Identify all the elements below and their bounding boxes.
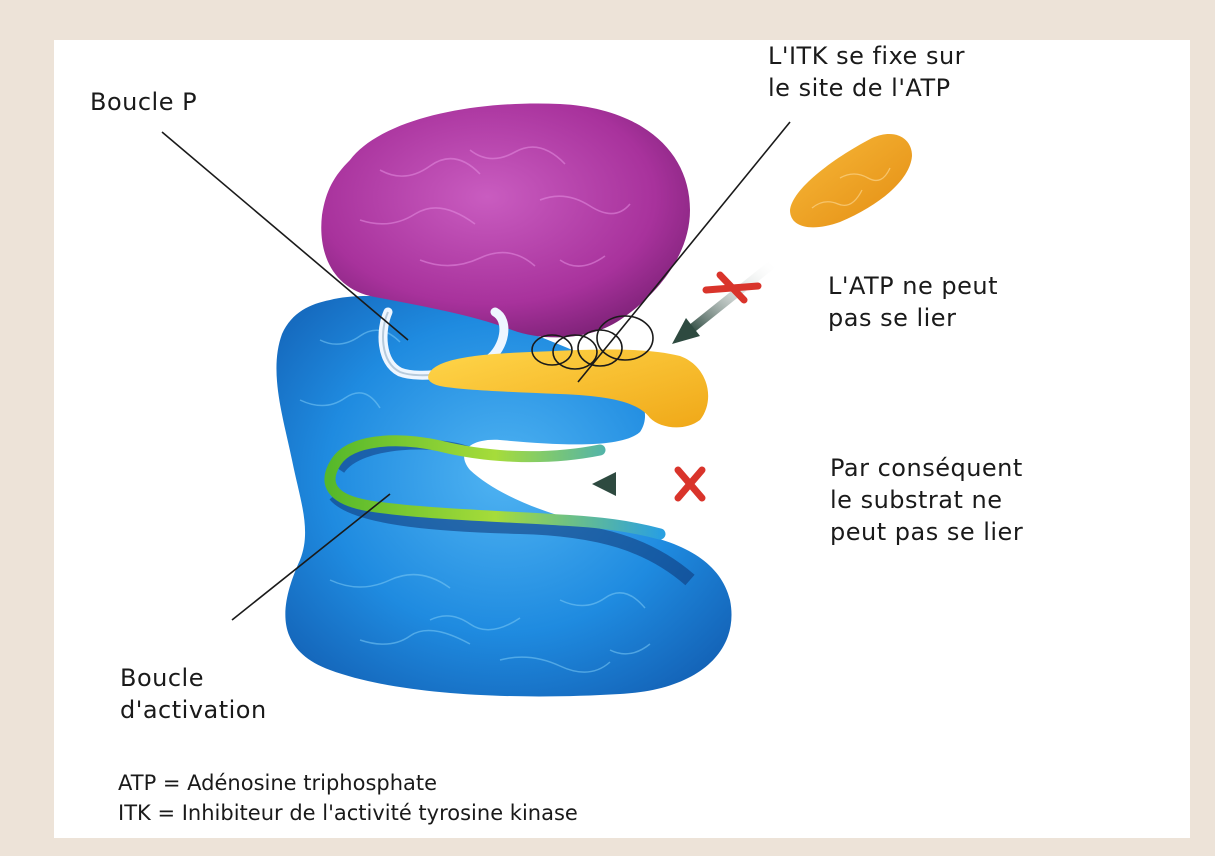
atp-cannot-bind-label: L'ATP ne peut pas se lier — [828, 270, 998, 334]
substrate-cannot-bind-label: Par conséquent le substrat ne peut pas s… — [830, 452, 1023, 548]
activation-loop-label: Boucle d'activation — [120, 662, 267, 726]
atp-molecule — [790, 134, 912, 227]
substrate-block-arrow — [592, 472, 760, 496]
legend-atp: ATP = Adénosine triphosphate — [118, 768, 578, 798]
boucle-p-label: Boucle P — [90, 86, 197, 118]
legend: ATP = Adénosine triphosphate ITK = Inhib… — [118, 768, 578, 828]
legend-itk: ITK = Inhibiteur de l'activité tyrosine … — [118, 798, 578, 828]
itk-binding-label: L'ITK se fixe sur le site de l'ATP — [768, 40, 965, 104]
